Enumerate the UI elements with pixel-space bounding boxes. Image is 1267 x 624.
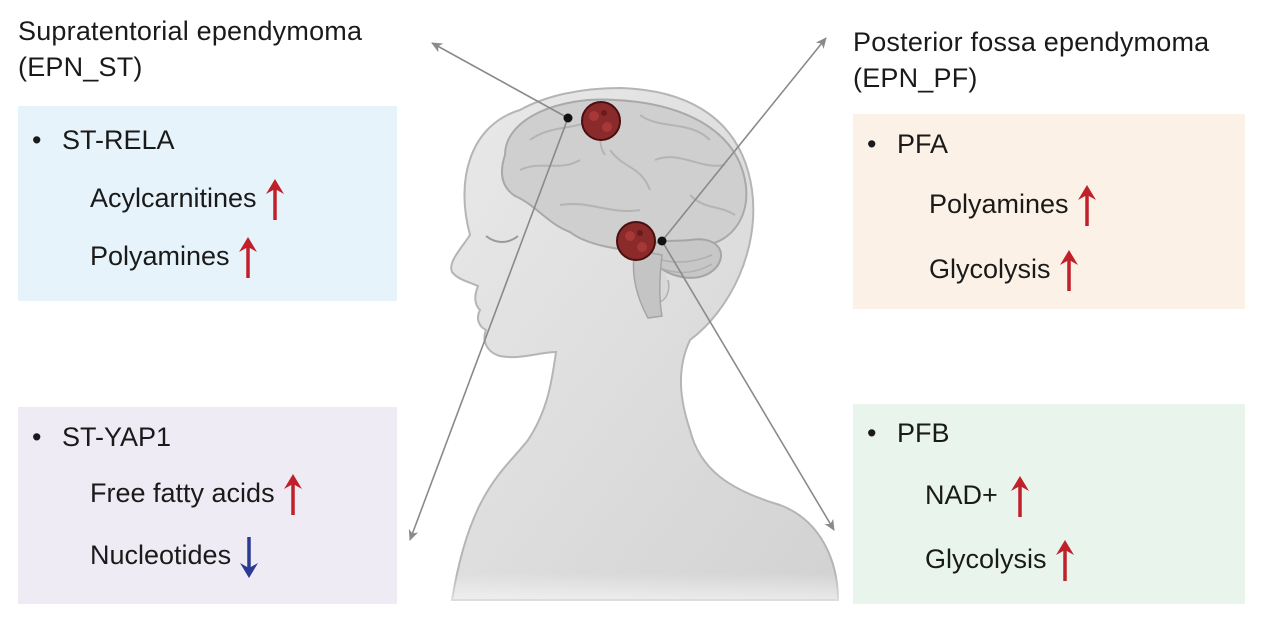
pfb-heading: • PFB bbox=[867, 417, 950, 449]
st-rela-label: ST-RELA bbox=[62, 125, 175, 155]
pfb-item-2: Glycolysis bbox=[925, 539, 1075, 583]
bullet: • bbox=[32, 125, 42, 155]
up-arrow-icon bbox=[283, 474, 302, 515]
left-title-line1: Supratentorial ependymoma bbox=[18, 16, 363, 46]
st-yap1-heading: • ST-YAP1 bbox=[32, 421, 171, 453]
st-rela-item-2: Polyamines bbox=[90, 236, 258, 280]
pointer-dot-st bbox=[563, 113, 573, 123]
item-label: Polyamines bbox=[90, 241, 230, 272]
right-title-line2: (EPN_PF) bbox=[853, 63, 978, 93]
pfa-label: PFA bbox=[897, 129, 949, 159]
item-label: Glycolysis bbox=[929, 254, 1051, 285]
brainstem-icon bbox=[632, 249, 663, 319]
st-rela-item-1: Acylcarnitines bbox=[90, 178, 285, 222]
st-yap1-item-1: Free fatty acids bbox=[90, 473, 303, 517]
eye-icon bbox=[485, 235, 519, 243]
pfa-heading: • PFA bbox=[867, 128, 948, 160]
bullet: • bbox=[867, 129, 877, 159]
left-title-line2: (EPN_ST) bbox=[18, 52, 143, 82]
st-yap1-item-2: Nucleotides bbox=[90, 535, 259, 579]
pointer-line-pf-title bbox=[661, 37, 827, 242]
up-arrow-icon bbox=[265, 179, 284, 220]
item-label: Glycolysis bbox=[925, 544, 1047, 575]
pfa-item-1: Polyamines bbox=[929, 184, 1097, 228]
pointer-line-pfb bbox=[661, 240, 835, 531]
up-arrow-icon bbox=[238, 237, 257, 278]
bullet: • bbox=[32, 422, 42, 452]
item-label: Nucleotides bbox=[90, 540, 232, 571]
pfb-box: • PFB NAD+ Glycolysis bbox=[853, 404, 1245, 604]
bullet: • bbox=[867, 418, 877, 448]
tumor-posterior-fossa-icon bbox=[616, 221, 656, 261]
pfa-box: • PFA Polyamines Glycolysis bbox=[853, 114, 1245, 309]
st-yap1-label: ST-YAP1 bbox=[62, 422, 172, 452]
item-label: Polyamines bbox=[929, 189, 1069, 220]
pfb-item-1: NAD+ bbox=[925, 475, 1030, 519]
pfa-item-2: Glycolysis bbox=[929, 249, 1079, 293]
pfb-label: PFB bbox=[897, 418, 950, 448]
up-arrow-icon bbox=[1059, 250, 1078, 291]
item-label: NAD+ bbox=[925, 480, 998, 511]
up-arrow-icon bbox=[1055, 540, 1074, 581]
down-arrow-icon bbox=[240, 537, 259, 578]
up-arrow-icon bbox=[1010, 476, 1029, 517]
tumor-supratentorial-icon bbox=[581, 101, 621, 141]
pointer-dot-pf bbox=[657, 236, 667, 246]
pointer-line-st-yap1 bbox=[408, 117, 569, 541]
st-rela-box: • ST-RELA Acylcarnitines Polyamines bbox=[18, 106, 397, 301]
st-rela-heading: • ST-RELA bbox=[32, 124, 175, 156]
up-arrow-icon bbox=[1077, 185, 1096, 226]
left-title: Supratentorial ependymoma (EPN_ST) bbox=[18, 13, 362, 85]
item-label: Acylcarnitines bbox=[90, 183, 257, 214]
right-title-line1: Posterior fossa ependymoma bbox=[853, 27, 1210, 57]
pointer-line-st-title bbox=[431, 42, 569, 119]
item-label: Free fatty acids bbox=[90, 478, 275, 509]
right-title: Posterior fossa ependymoma (EPN_PF) bbox=[853, 24, 1209, 96]
st-yap1-box: • ST-YAP1 Free fatty acids Nucleotides bbox=[18, 407, 397, 604]
